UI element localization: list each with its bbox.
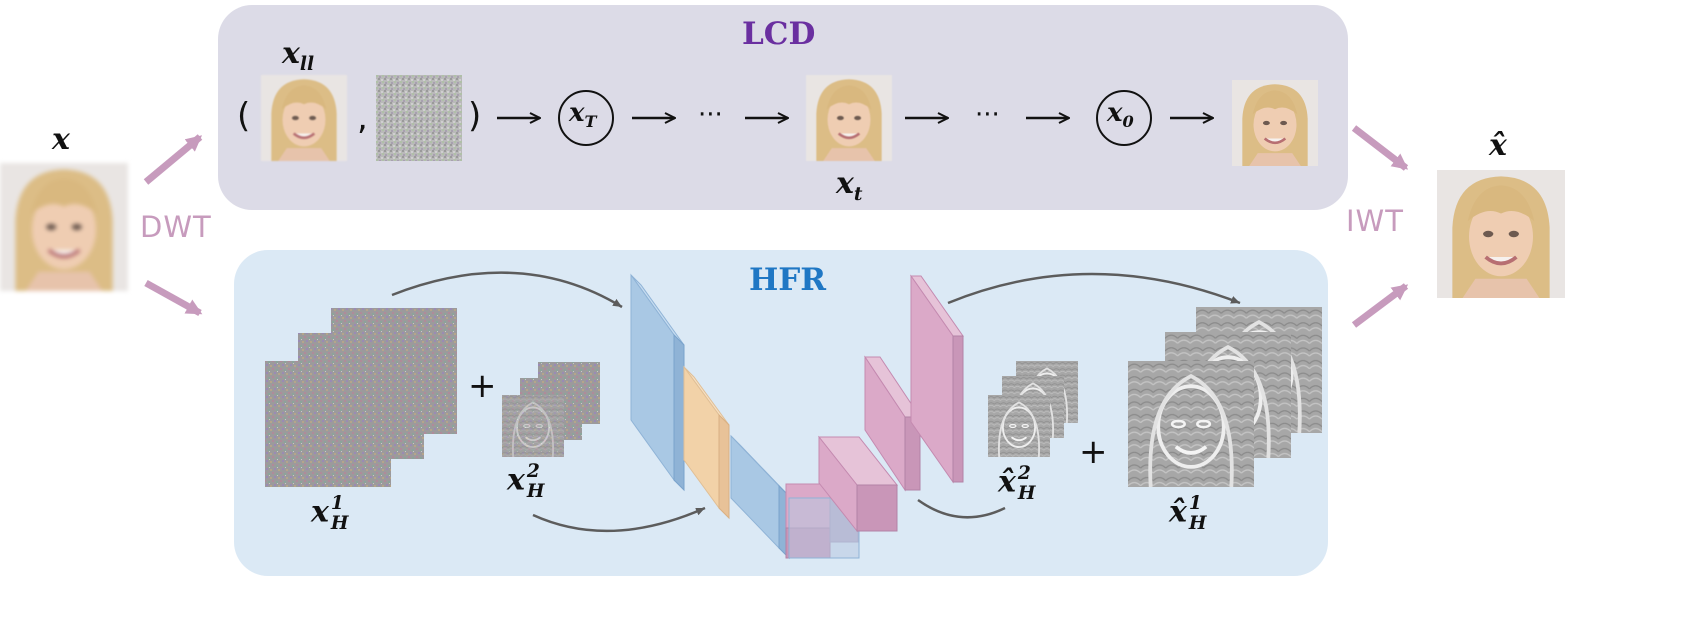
output-label: x̂ bbox=[1489, 128, 1507, 163]
dwt-label: DWT bbox=[140, 210, 212, 244]
x-t-label: xt bbox=[836, 166, 863, 205]
input-label: x bbox=[52, 122, 70, 157]
plus-sign-2: + bbox=[1079, 432, 1108, 472]
unet-decoder-block-1 bbox=[817, 435, 899, 533]
hfr-title: HFR bbox=[749, 262, 827, 298]
xH2-stack-front bbox=[502, 395, 564, 457]
skip-curve-out-2 bbox=[917, 498, 1006, 519]
unet-encoder-block-2 bbox=[683, 365, 730, 520]
iwt-label: IWT bbox=[1346, 204, 1404, 238]
lcd-output-face-image bbox=[1232, 80, 1318, 166]
x-0-node bbox=[1096, 90, 1152, 146]
lcd-title: LCD bbox=[742, 16, 816, 52]
unet-encoder-block-1 bbox=[630, 273, 685, 492]
output-face-image bbox=[1437, 170, 1565, 298]
xH1-stack-front bbox=[265, 361, 391, 487]
input-face-image bbox=[0, 163, 128, 291]
skip-curve-xH1 bbox=[391, 271, 623, 309]
x-T-label: xT bbox=[569, 98, 597, 132]
noise-patch bbox=[376, 75, 462, 161]
x-ll-label: xll bbox=[282, 36, 315, 75]
x-T-node bbox=[558, 90, 614, 146]
iwt-arrow-up bbox=[1351, 125, 1409, 171]
iwt-arrow-down bbox=[1351, 283, 1409, 328]
lcd-panel bbox=[218, 5, 1348, 210]
comma: , bbox=[357, 98, 368, 138]
unet-decoder-block-2 bbox=[864, 355, 921, 492]
x-0-label: x0 bbox=[1107, 98, 1134, 132]
dwt-arrow-up bbox=[143, 134, 203, 185]
x-t-face-image bbox=[806, 75, 892, 161]
xhatH1-stack-front bbox=[1128, 361, 1254, 487]
x-ll-face-image bbox=[261, 75, 347, 161]
dwt-arrow-down bbox=[144, 279, 203, 317]
ellipsis-1: ··· bbox=[698, 100, 723, 130]
ellipsis-2: ··· bbox=[975, 100, 1000, 130]
skip-curve-xH2 bbox=[532, 506, 706, 533]
xhatH2-stack-front bbox=[988, 395, 1050, 457]
open-paren: ( bbox=[237, 96, 251, 136]
close-paren: ) bbox=[468, 96, 482, 136]
unet-decoder-block-3 bbox=[910, 274, 964, 484]
skip-curve-out-1 bbox=[947, 272, 1241, 305]
hfr-panel bbox=[234, 250, 1328, 576]
plus-sign-1: + bbox=[468, 366, 497, 406]
